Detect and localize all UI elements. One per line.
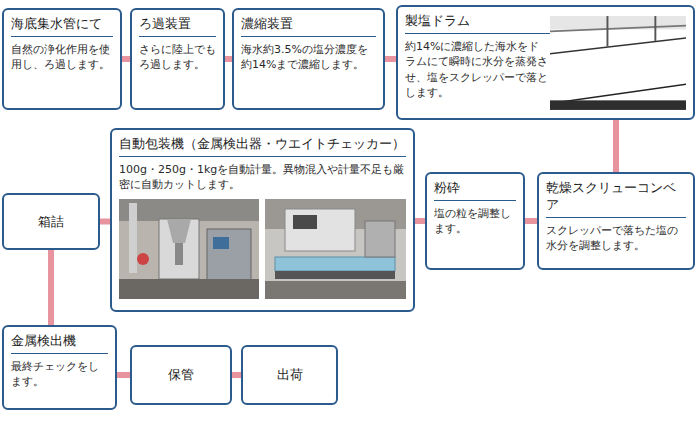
flow-connector [525, 218, 537, 224]
flow-connector [122, 56, 130, 62]
step-description: 約14%に濃縮した海水をドラムにて瞬時に水分を蒸発させ、塩をスクレッパーで落とし… [405, 39, 550, 101]
step-title: 乾燥スクリューコンベア [546, 180, 686, 218]
step-title: 濃縮装置 [241, 16, 376, 37]
step-description: 自然の浄化作用を使用し、ろ過します。 [11, 42, 113, 73]
step-label: 箱詰 [38, 213, 64, 231]
process-box: 金属検出機最終チェックをします。 [2, 325, 117, 410]
flow-connector [225, 56, 232, 62]
step-description: 100g・250g・1kgを自動計量。異物混入や計量不足も厳密に自動カットします… [119, 162, 406, 193]
process-box: 出荷 [241, 345, 338, 405]
step-description: スクレッパーで落ちた塩の水分を調整します。 [546, 223, 686, 254]
flow-connector [415, 218, 425, 224]
step-description: 最終チェックをします。 [11, 359, 108, 390]
step-title: 自動包装機（金属検出器・ウエイトチェッカー） [119, 136, 406, 157]
step-title: 粉砕 [434, 180, 516, 201]
process-box: 自動包装機（金属検出器・ウエイトチェッカー） 100g・250g・1kgを自動計量… [110, 128, 415, 312]
step-title: 製塩ドラム [405, 13, 550, 34]
step-title: ろ過装置 [139, 16, 216, 37]
process-box: 濃縮装置海水約3.5%の塩分濃度を約14%まで濃縮します。 [232, 8, 385, 110]
flow-connector [385, 56, 396, 62]
flow-connector [613, 120, 619, 172]
step-description: 塩の粒を調整します。 [434, 206, 516, 237]
drum-photo [550, 14, 686, 112]
flow-connector [100, 219, 110, 225]
step-description: 海水約3.5%の塩分濃度を約14%まで濃縮します。 [241, 42, 376, 73]
step-title: 海底集水管にて [11, 16, 113, 37]
process-box: 乾燥スクリューコンベアスクレッパーで落ちた塩の水分を調整します。 [537, 172, 695, 270]
process-box: 海底集水管にて自然の浄化作用を使用し、ろ過します。 [2, 8, 122, 110]
process-box: ろ過装置さらに陸上でもろ過します。 [130, 8, 225, 110]
flow-connector [117, 372, 130, 378]
step-description: さらに陸上でもろ過します。 [139, 42, 216, 73]
process-box: 粉砕塩の粒を調整します。 [425, 172, 525, 270]
machine-photo [119, 199, 259, 299]
step-title: 金属検出機 [11, 333, 108, 354]
step-label: 保管 [168, 366, 194, 384]
process-box: 製塩ドラム約14%に濃縮した海水をドラムにて瞬時に水分を蒸発させ、塩をスクレッパ… [396, 5, 695, 120]
process-box: 箱詰 [2, 193, 100, 250]
process-box: 保管 [130, 345, 232, 405]
step-label: 出荷 [277, 366, 303, 384]
flow-connector [232, 372, 241, 378]
machine-photo [265, 199, 406, 299]
flow-connector [48, 250, 54, 325]
